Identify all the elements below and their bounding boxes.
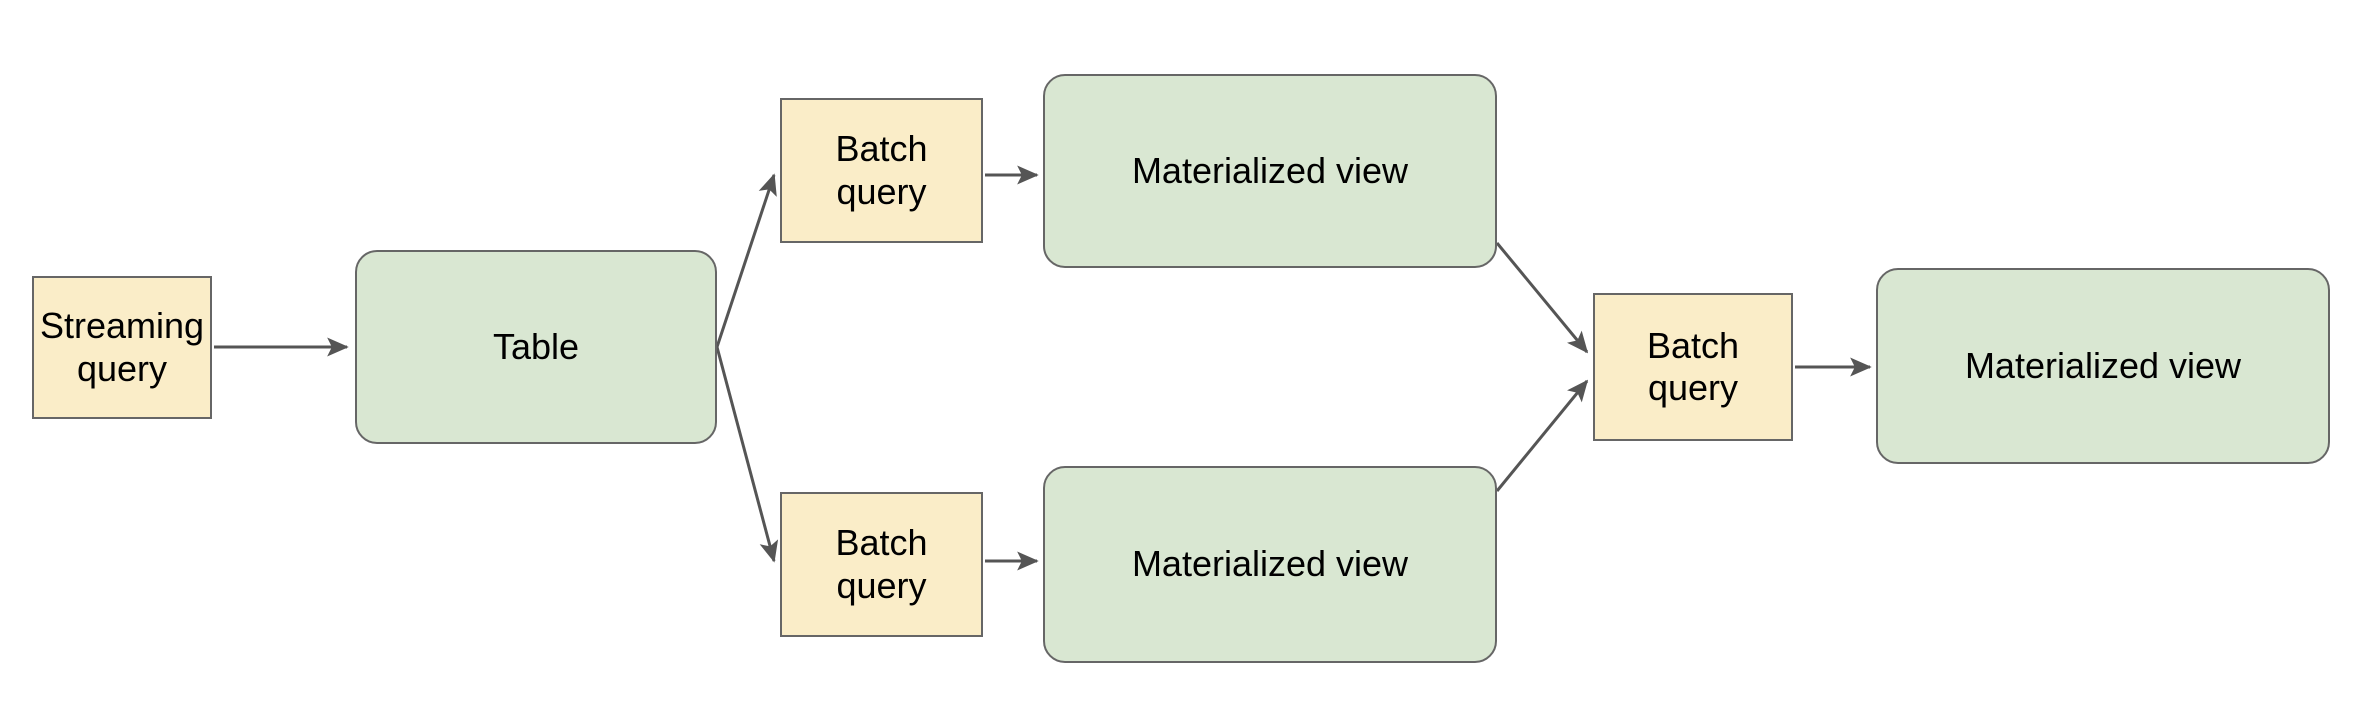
edge-table-to-batch-query-top xyxy=(715,173,777,348)
node-materialized-view-top-label: Materialized view xyxy=(1131,149,1409,191)
node-batch-query-right[interactable]: Batch query xyxy=(1593,293,1793,441)
edge-mv-bottom-to-batch-query-right xyxy=(1495,379,1589,492)
node-materialized-view-bottom[interactable]: Materialized view xyxy=(1043,466,1497,663)
node-batch-query-bottom-label: Batch query xyxy=(835,522,928,606)
node-streaming-query[interactable]: Streaming query xyxy=(32,276,212,419)
node-batch-query-bottom[interactable]: Batch query xyxy=(780,492,983,637)
node-materialized-view-bottom-label: Materialized view xyxy=(1131,543,1409,585)
node-materialized-view-right[interactable]: Materialized view xyxy=(1876,268,2330,464)
node-batch-query-right-label: Batch query xyxy=(1646,324,1740,408)
node-materialized-view-top[interactable]: Materialized view xyxy=(1043,74,1497,268)
edge-table-to-batch-query-bottom xyxy=(715,346,779,563)
node-batch-query-top[interactable]: Batch query xyxy=(780,98,983,243)
node-table-label: Table xyxy=(492,325,580,367)
node-table[interactable]: Table xyxy=(355,250,717,444)
node-batch-query-top-label: Batch query xyxy=(835,128,928,212)
node-materialized-view-right-label: Materialized view xyxy=(1964,344,2242,386)
node-streaming-query-label: Streaming query xyxy=(39,305,205,389)
edge-mv-top-to-batch-query-right xyxy=(1495,242,1589,354)
